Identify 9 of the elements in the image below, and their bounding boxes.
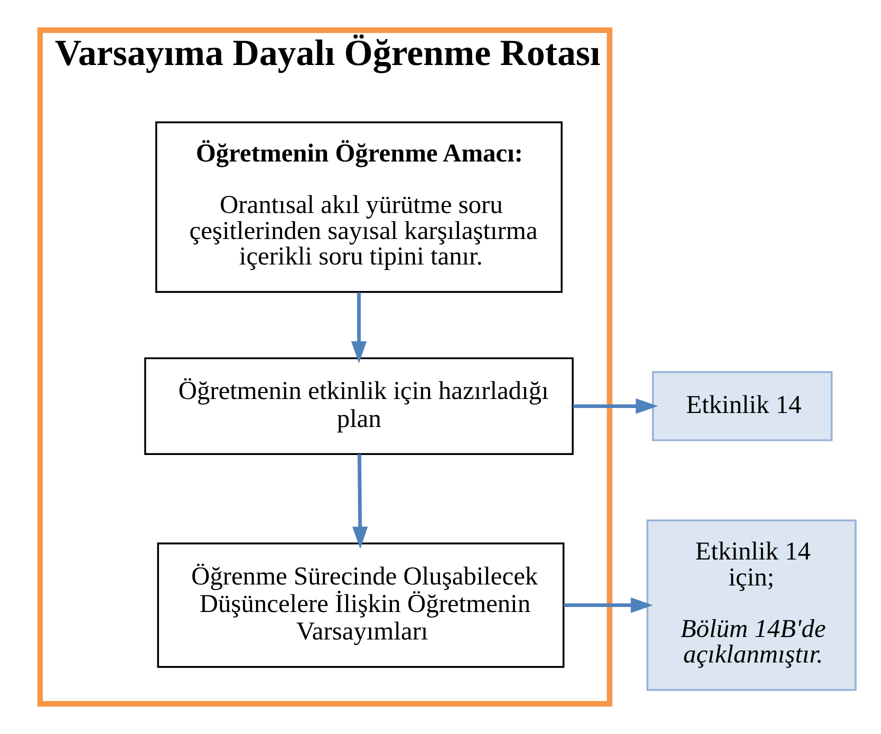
node-box: Öğretmenin etkinlik için hazırladığı plan bbox=[144, 357, 574, 455]
arrow bbox=[351, 292, 367, 364]
node-box: Etkinlik 14 bbox=[652, 371, 833, 442]
arrow bbox=[352, 454, 368, 549]
node-box: Öğrenme Sürecinde Oluşabilecek Düşüncelere İlişkin Öğretmenin Varsayımları bbox=[157, 542, 564, 668]
arrow bbox=[564, 597, 653, 613]
node-box: Etkinlik 14 için; Bölüm 14B'de açıklanmıştır. bbox=[646, 520, 857, 691]
node-box: Öğretmenin Öğrenme Amacı: Orantısal akıl yürütme soru çeşitlerinden sayısal karşılaştırma içerikli soru tipini tanır. bbox=[155, 121, 563, 293]
arrow bbox=[573, 398, 658, 414]
